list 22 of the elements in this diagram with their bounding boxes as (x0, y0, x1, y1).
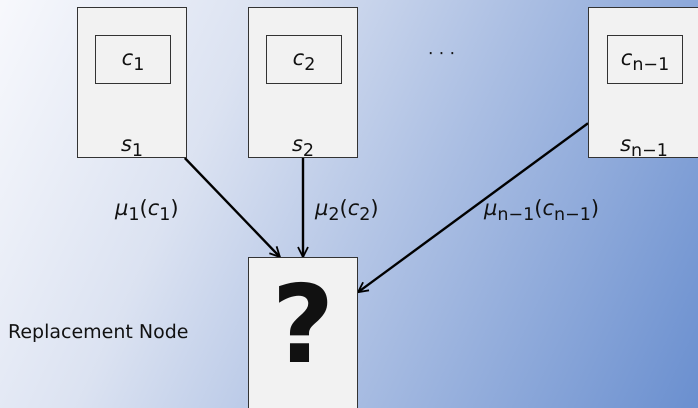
arrow (297, 158, 309, 258)
inner-box (266, 35, 342, 84)
arrow (184, 157, 281, 258)
node-label: c$_{n−1}$ (620, 46, 670, 76)
question-mark: ? (270, 272, 336, 380)
replacement-node-box (248, 257, 358, 408)
node-box (588, 7, 698, 158)
node-caption: Replacement Node (8, 321, 188, 343)
node-box (248, 7, 358, 158)
node-label: s$_{n−1}$ (619, 132, 669, 162)
node-label: s$_{1}$ (120, 132, 144, 162)
edge-label: μ$_{n−1}$(c$_{n−1}$) (484, 196, 600, 226)
edge-label: μ$_{2}$(c$_{2}$) (315, 196, 379, 226)
node-label: c$_{2}$ (292, 46, 316, 76)
node-label: s$_{2}$ (290, 132, 316, 162)
node-label: c$_{1}$ (120, 46, 146, 76)
node-box (77, 7, 187, 158)
edge-label: μ$_{1}$(c$_{1}$) (115, 196, 179, 226)
inner-box (607, 35, 683, 84)
arrow (357, 122, 589, 294)
ellipsis: · · · (428, 44, 456, 64)
inner-box (95, 35, 171, 84)
